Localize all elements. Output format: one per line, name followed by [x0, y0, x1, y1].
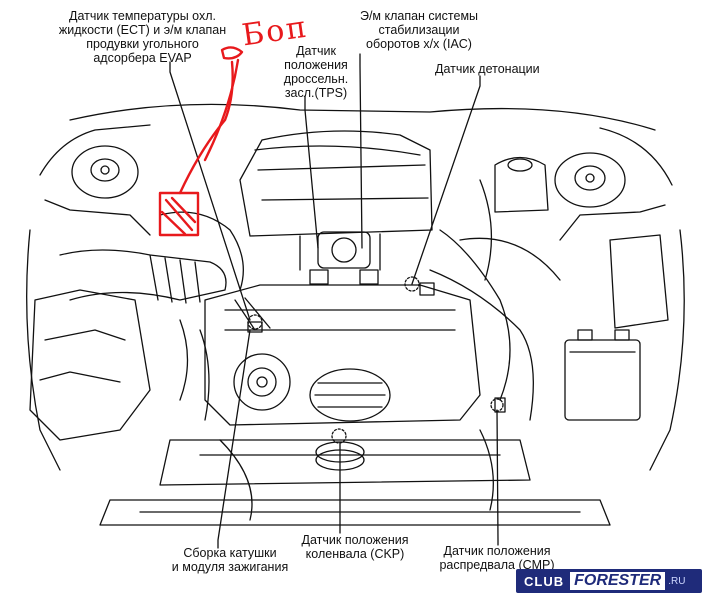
ckp-callout: Датчик положения коленвала (CKP): [285, 533, 425, 561]
callout-line: распредвала (CMP): [439, 558, 555, 572]
ignition-coil-callout: Сборка катушки и модуля зажигания: [160, 546, 300, 574]
callout-line: оборотов х/х (IAC): [366, 37, 472, 51]
ect-evap-callout: Датчик температуры охл. жидкости (ECT) и…: [40, 9, 245, 65]
knock-sensor-callout: Датчик детонации: [435, 62, 540, 76]
callout-line: и модуля зажигания: [171, 560, 289, 574]
logo-ru-text: .RU: [668, 575, 686, 587]
tps-callout: Датчик положения дроссельн. засл.(TPS): [272, 44, 360, 100]
callout-line: Э/м клапан системы: [359, 9, 479, 23]
callout-line: положения: [284, 58, 348, 72]
callout-line: Датчик: [296, 44, 336, 58]
callout-line: засл.(TPS): [284, 86, 348, 100]
red-highlight: [158, 46, 244, 237]
callout-line: Датчик положения: [301, 533, 409, 547]
callout-line: Датчик детонации: [435, 62, 540, 76]
callout-line: коленвала (CKP): [305, 547, 405, 561]
logo-forester-text: FORESTER: [570, 572, 666, 590]
iac-callout: Э/м клапан системы стабилизации оборотов…: [344, 9, 494, 51]
callout-line: дроссельн.: [283, 72, 349, 86]
callout-line: Датчик температуры охл.: [69, 9, 216, 23]
callout-line: жидкости (ECT) и э/м клапан: [58, 23, 227, 37]
callout-line: продувки угольного: [86, 37, 199, 51]
callout-line: адсорбера EVAP: [93, 51, 192, 65]
callout-line: Датчик положения: [443, 544, 551, 558]
club-forester-logo: CLUB FORESTER .RU: [516, 569, 702, 593]
cmp-callout: Датчик положения распредвала (CMP): [432, 544, 562, 572]
callout-line: Сборка катушки: [183, 546, 277, 560]
logo-club-text: CLUB: [524, 573, 565, 589]
callout-line: стабилизации: [378, 23, 460, 37]
